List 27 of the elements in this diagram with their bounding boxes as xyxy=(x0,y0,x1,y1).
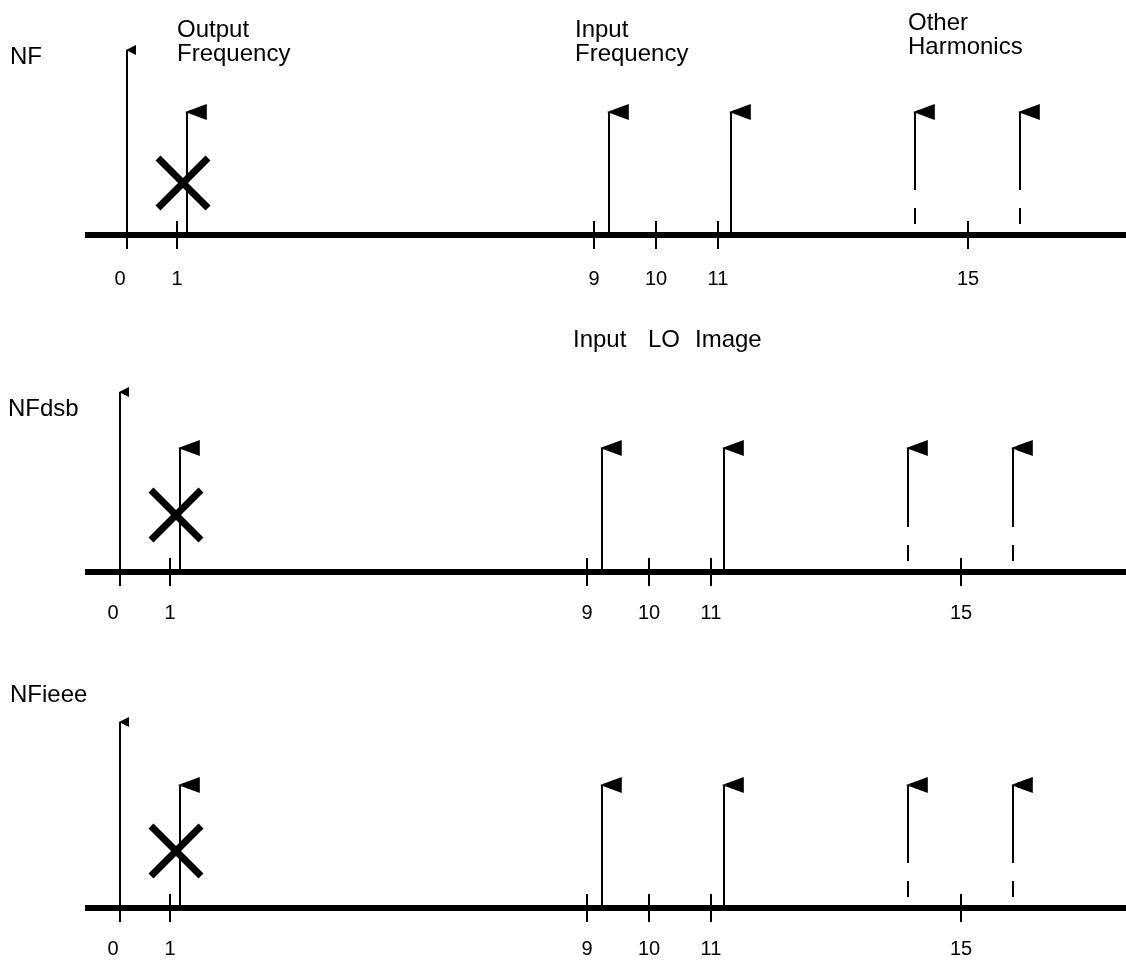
tick-label: 15 xyxy=(949,938,973,958)
tick-label: 0 xyxy=(107,602,119,622)
frequency-label: Input Frequency xyxy=(575,17,690,65)
tick-label: 9 xyxy=(581,938,593,958)
tick-label: 1 xyxy=(164,602,176,622)
tick-label: 10 xyxy=(644,268,668,288)
axis-label: NFieee xyxy=(10,682,88,706)
tick-label: 10 xyxy=(637,602,661,622)
tick-label: 9 xyxy=(588,268,600,288)
tick-label: 15 xyxy=(956,268,980,288)
tick-label: 11 xyxy=(700,602,722,622)
tick-label: 15 xyxy=(949,602,973,622)
tick-label: 1 xyxy=(171,268,183,288)
frequency-label: Output Frequency xyxy=(177,17,292,65)
frequency-label: LO xyxy=(648,327,680,351)
frequency-label: Input xyxy=(573,327,627,351)
harmonics-label: Other Harmonics xyxy=(908,10,1024,58)
axis-label: NFdsb xyxy=(8,396,79,420)
tick-label: 9 xyxy=(581,602,593,622)
tick-label: 10 xyxy=(637,938,661,958)
frequency-label: Image xyxy=(695,327,762,351)
tick-label: 11 xyxy=(700,938,722,958)
axis-label: NF xyxy=(10,44,42,68)
tick-label: 1 xyxy=(164,938,176,958)
tick-label: 11 xyxy=(707,268,729,288)
tick-label: 0 xyxy=(114,268,126,288)
tick-label: 0 xyxy=(107,938,119,958)
